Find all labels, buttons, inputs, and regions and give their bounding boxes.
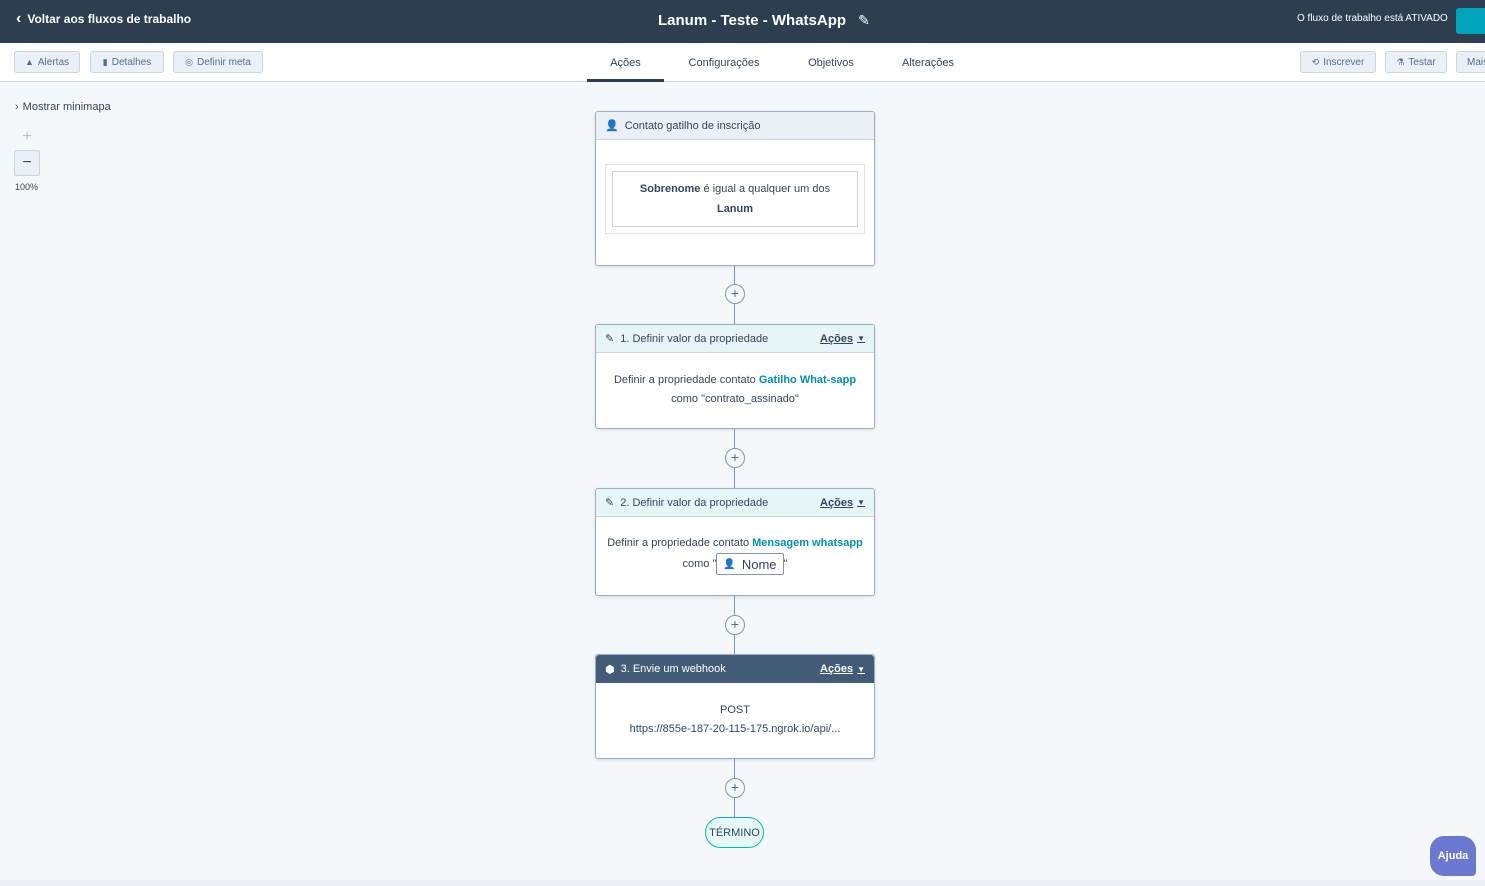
action-1-title: 1. Definir valor da propriedade: [620, 332, 769, 345]
filter-property: Sobrenome: [639, 183, 701, 195]
add-action-button[interactable]: +: [725, 778, 745, 798]
flask-icon: ⚗: [1396, 56, 1405, 67]
tab-alteracoes[interactable]: Alterações: [878, 43, 978, 82]
chevron-right-icon: ›: [15, 101, 19, 113]
target-icon: ◎: [185, 56, 193, 67]
add-action-button[interactable]: +: [725, 448, 745, 468]
trigger-filter: Sobrenome é igual a qualquer um dos Lanu…: [612, 171, 858, 227]
zoom-in-button[interactable]: +: [22, 128, 32, 145]
actions-menu-label: Ações: [820, 496, 854, 509]
webhook-url: https://855e-187-20-115-175.ngrok.io/api…: [629, 723, 841, 735]
action-card-2[interactable]: ✎ 2. Definir valor da propriedade Ações▼…: [595, 488, 875, 596]
webhook-cube-icon: ⬢: [605, 663, 615, 676]
action-1-menu-button[interactable]: Ações▼: [820, 333, 865, 345]
action-2-body: Definir a propriedade contato Mensagem w…: [596, 517, 874, 575]
caret-down-icon: ▼: [857, 664, 865, 674]
warning-icon: ▲: [24, 57, 34, 67]
action-card-3[interactable]: ⬢ 3. Envie um webhook Ações▼ POST https:…: [595, 654, 875, 759]
sub-toolbar: ▲ Alertas ▮ Detalhes ◎ Definir meta Açõe…: [0, 43, 1485, 82]
end-label: TÉRMINO: [709, 826, 760, 839]
action-3-body: POST https://855e-187-20-115-175.ngrok.i…: [596, 683, 874, 739]
workflow-status-toggle[interactable]: [1456, 8, 1485, 34]
help-button[interactable]: Ajuda: [1430, 836, 1476, 876]
tab-label: Objetivos: [808, 56, 854, 69]
action-2-title: 2. Definir valor da propriedade: [620, 496, 769, 509]
filter-operator: é igual a qualquer um dos: [703, 183, 831, 195]
set-goal-label: Definir meta: [196, 56, 251, 68]
edit-property-icon: ✎: [605, 497, 615, 509]
action-2-prefix: Definir a propriedade contato: [607, 537, 750, 549]
action-card-1[interactable]: ✎ 1. Definir valor da propriedade Ações▼…: [595, 324, 875, 429]
action-2-quote-open: ": [712, 557, 717, 570]
contact-icon: 👤: [723, 558, 736, 570]
test-button[interactable]: ⚗ Testar: [1385, 51, 1447, 73]
edit-property-icon: ✎: [605, 333, 615, 345]
actions-menu-label: Ações: [820, 663, 854, 675]
back-label: Voltar aos fluxos de trabalho: [27, 12, 192, 26]
workflow-title-text: Lanum - Teste - WhatsApp: [658, 12, 847, 29]
help-label: Ajuda: [1437, 850, 1469, 862]
webhook-method: POST: [720, 704, 750, 716]
personalization-token: 👤 Nome: [716, 553, 784, 575]
caret-down-icon: ▼: [857, 334, 865, 343]
show-minimap-toggle[interactable]: › Mostrar minimapa: [15, 101, 111, 113]
more-button[interactable]: Mais: [1456, 51, 1485, 73]
details-label: Detalhes: [111, 56, 152, 68]
actions-menu-label: Ações: [820, 332, 854, 345]
zoom-out-button[interactable]: −: [14, 150, 40, 176]
trigger-card-header: 👤 Contato gatilho de inscrição: [596, 112, 874, 140]
workflow-title: Lanum - Teste - WhatsApp ✎: [658, 12, 870, 29]
tab-label: Ações: [610, 56, 641, 69]
pencil-icon[interactable]: ✎: [858, 12, 870, 28]
top-bar: ‹ Voltar aos fluxos de trabalho Lanum - …: [0, 0, 1485, 43]
action-2-header: ✎ 2. Definir valor da propriedade Ações▼: [596, 489, 874, 517]
bar-chart-icon: ▮: [102, 56, 108, 67]
action-1-property: Gatilho What-sapp: [758, 374, 857, 386]
action-3-menu-button[interactable]: Ações▼: [820, 663, 865, 675]
workflow-end-marker: TÉRMINO: [705, 817, 764, 848]
action-2-menu-button[interactable]: Ações▼: [820, 497, 865, 509]
set-goal-button[interactable]: ◎ Definir meta: [173, 51, 263, 73]
back-to-workflows-link[interactable]: ‹ Voltar aos fluxos de trabalho: [16, 10, 192, 27]
enroll-button[interactable]: ⟲ Inscrever: [1300, 51, 1376, 73]
action-2-quote-close: ": [783, 557, 788, 570]
action-3-header: ⬢ 3. Envie um webhook Ações▼: [596, 655, 874, 683]
enroll-label: Inscrever: [1323, 56, 1365, 68]
refresh-icon: ⟲: [1311, 56, 1320, 67]
alerts-button[interactable]: ▲ Alertas: [14, 51, 80, 73]
trigger-filter-group: Sobrenome é igual a qualquer um dos Lanu…: [605, 164, 865, 234]
add-action-button[interactable]: +: [725, 615, 745, 635]
tab-configuracoes[interactable]: Configurações: [664, 43, 784, 82]
chevron-left-icon: ‹: [16, 10, 22, 27]
action-1-prefix: Definir a propriedade contato: [613, 374, 756, 386]
token-label: Nome: [741, 556, 777, 572]
minimap-label: Mostrar minimapa: [22, 101, 111, 113]
workflow-tabs: Ações Configurações Objetivos Alterações: [587, 43, 978, 82]
enrollment-trigger-card[interactable]: 👤 Contato gatilho de inscrição Sobrenome…: [595, 111, 875, 266]
tab-objetivos[interactable]: Objetivos: [784, 43, 878, 82]
action-2-middle: como: [682, 557, 710, 570]
details-button[interactable]: ▮ Detalhes: [90, 51, 164, 73]
bottom-strip: [0, 880, 1485, 886]
action-1-middle: como: [671, 393, 699, 405]
contact-icon: 👤: [605, 120, 619, 132]
action-1-header: ✎ 1. Definir valor da propriedade Ações▼: [596, 325, 874, 353]
tab-acoes[interactable]: Ações: [587, 43, 664, 82]
trigger-title: Contato gatilho de inscrição: [624, 119, 761, 132]
action-3-title: 3. Envie um webhook: [620, 663, 726, 675]
caret-down-icon: ▼: [857, 498, 865, 507]
alerts-label: Alertas: [37, 56, 70, 68]
more-label: Mais: [1467, 56, 1485, 68]
test-label: Testar: [1408, 56, 1436, 68]
workflow-status-text: O fluxo de trabalho está ATIVADO: [1297, 13, 1448, 24]
action-2-property: Mensagem whatsapp: [752, 537, 863, 549]
filter-value: Lanum: [716, 203, 754, 215]
action-1-value: "contrato_assinado": [701, 393, 799, 405]
tab-label: Alterações: [902, 56, 954, 69]
action-1-body: Definir a propriedade contato Gatilho Wh…: [596, 353, 874, 409]
add-action-button[interactable]: +: [725, 284, 745, 304]
tab-label: Configurações: [688, 56, 760, 69]
zoom-level: 100%: [15, 182, 39, 192]
